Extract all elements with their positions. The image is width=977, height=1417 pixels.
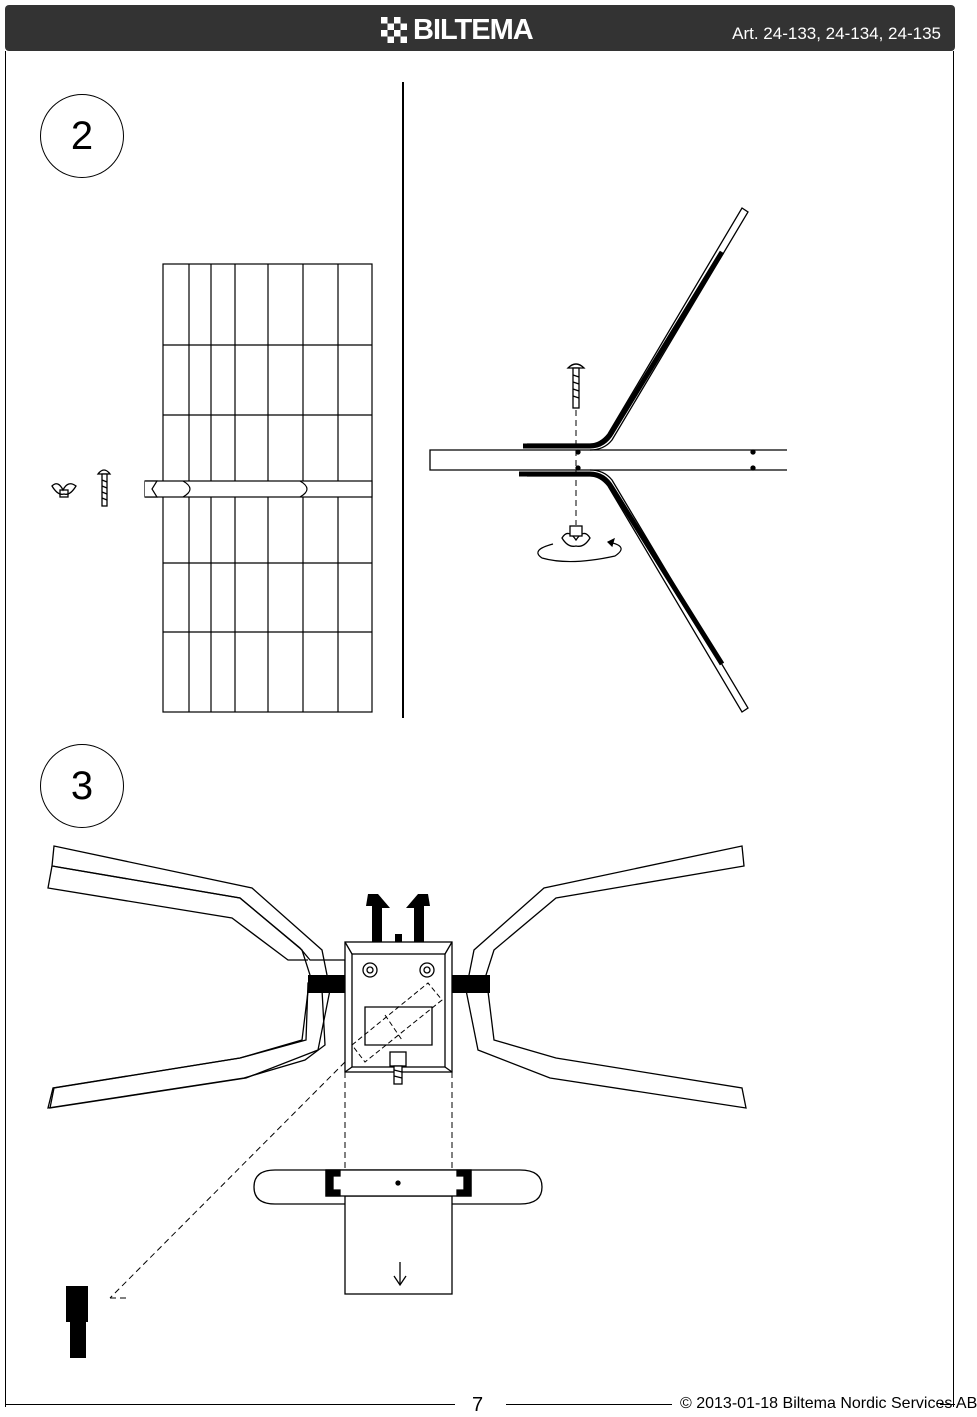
right-leg-connector: [452, 975, 490, 993]
center-bracket: [344, 941, 453, 1085]
left-leg-connector: [308, 975, 346, 993]
locking-key-part: [66, 1286, 88, 1358]
carriage-bolt-icon: [566, 363, 586, 409]
footer-rule-left: [5, 1404, 455, 1405]
side-view-rail: [429, 449, 787, 471]
page-number: 7: [472, 1394, 484, 1416]
leg-left-upper: [47, 865, 346, 1109]
brand-name: BILTEMA: [413, 13, 534, 46]
top-clip-center: [395, 934, 402, 942]
article-numbers: Art. 24-133, 24-134, 24-135: [732, 24, 941, 43]
grill-grid-panel: [144, 263, 373, 713]
checkered-flag-icon: [381, 17, 407, 43]
carriage-bolt-icon: [96, 469, 112, 507]
rotate-arrow-icon: [537, 537, 622, 563]
frame-left-border: [5, 51, 6, 1407]
top-clip-left: [366, 894, 390, 942]
header-bar: BILTEMA Art. 24-133, 24-134, 24-135: [5, 5, 955, 51]
wing-nut-icon: [561, 525, 591, 547]
insert-key-dashed: [351, 982, 443, 1063]
footer-rule-end: [940, 1404, 955, 1405]
frame-right-border: [953, 51, 954, 1407]
side-view-upper-leg: [523, 207, 749, 451]
copyright-notice: © 2013-01-18 Biltema Nordic Services AB: [680, 1395, 977, 1412]
footer-rule-right: [506, 1404, 672, 1405]
step-number-2: 2: [40, 94, 124, 178]
leg-right: [465, 845, 747, 1109]
down-arrow-icon: [393, 1262, 407, 1287]
top-clip-right: [406, 894, 430, 942]
step-number-3: 3: [40, 744, 124, 828]
side-view-lower-leg: [519, 469, 749, 713]
brand-logo: BILTEMA: [381, 13, 534, 47]
wing-nut-icon: [51, 483, 77, 498]
leg-left: [49, 845, 331, 1109]
guide-lines-dashed: [109, 1061, 453, 1299]
base-foot: [253, 1169, 543, 1295]
